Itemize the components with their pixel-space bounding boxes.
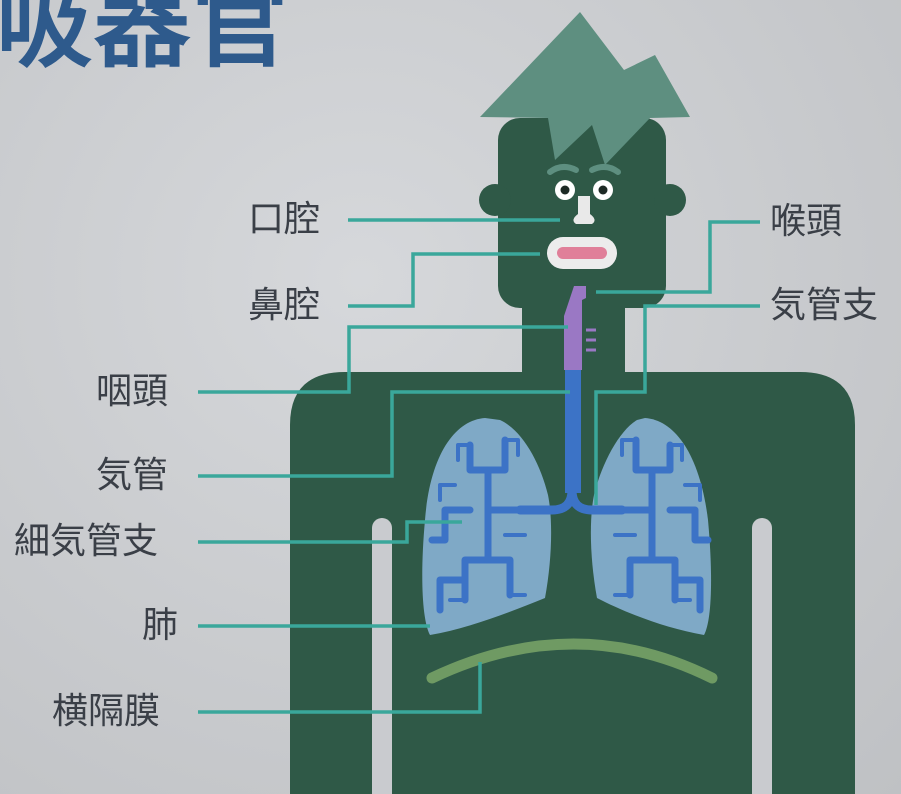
label-larynx: 喉頭 [770,201,843,242]
label-diaphragm: 横隔膜 [52,691,161,732]
label-pharynx: 咽頭 [96,371,169,412]
leader-pharynx [198,325,568,394]
page-title: 吸器官 [0,0,290,81]
leader-lines [198,218,760,714]
bronchial-tree [428,367,712,614]
label-lung: 肺 [142,605,179,646]
leader-bronchiole [198,520,462,544]
leader-diaphragm [198,662,482,714]
label-bronchiole: 細気管支 [14,521,159,562]
leader-bronchus [594,304,760,505]
larynx-shape [564,286,586,370]
trachea-tube [565,368,581,493]
left-arm-gap [372,518,392,794]
label-oral-cavity: 口腔 [248,199,321,240]
diaphragm-band [426,638,718,684]
right-arm-gap [752,518,772,794]
leader-larynx [596,220,760,294]
left-eyebrow [547,164,579,175]
left-ear [479,184,511,216]
label-nasal-cavity: 鼻腔 [248,285,321,326]
label-bronchus: 気管支 [770,285,879,326]
leader-trachea [198,390,570,478]
right-eyebrow [589,164,621,175]
leader-nasal-cavity [348,252,540,308]
hair [480,12,690,165]
right-ear [654,184,686,216]
nose [573,196,595,224]
label-trachea: 気管 [96,455,169,496]
torso [290,280,855,794]
